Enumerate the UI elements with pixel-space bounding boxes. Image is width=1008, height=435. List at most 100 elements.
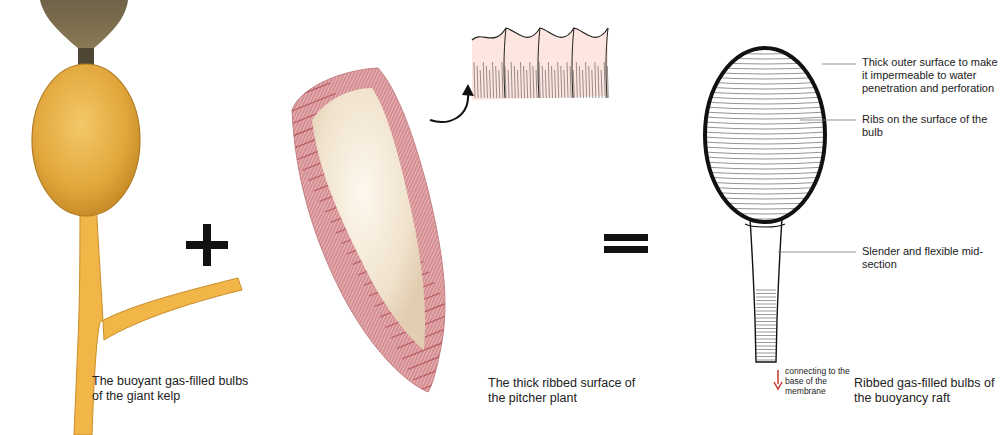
inset-hatch <box>477 66 478 98</box>
raft-bulb-outline <box>705 48 825 222</box>
inset-hatch <box>598 66 599 98</box>
bulb-rib <box>703 102 827 104</box>
inset-hatch <box>486 66 487 98</box>
bulb-rib <box>703 202 827 204</box>
neck-rib <box>756 307 776 308</box>
bulb-rib <box>703 92 827 94</box>
figure-caption: Ribbed gas-filled bulbs of the buoyancy … <box>854 376 999 406</box>
inset-rib <box>606 28 608 98</box>
inset-hatch <box>555 70 556 98</box>
inset-hatch <box>502 62 503 98</box>
neck-rib <box>756 300 776 301</box>
inset-hatch <box>586 62 587 98</box>
kelp-blade <box>40 0 128 50</box>
bulb-rib <box>703 182 827 184</box>
leaf-rib <box>270 83 330 107</box>
inset-hatch <box>573 70 574 98</box>
note-label: connecting to the base of the membrane <box>785 366 857 397</box>
bulb-rib <box>703 127 827 129</box>
bulb-rib <box>703 132 827 134</box>
inset-hatch <box>552 66 553 98</box>
bulb-rib <box>703 187 827 189</box>
bulb-rib <box>703 117 827 119</box>
callout-label: Thick outer surface to make it impermeab… <box>862 56 1002 96</box>
inset-hatch <box>589 66 590 98</box>
inset-hatch <box>514 66 515 98</box>
inset-hatch <box>583 70 584 98</box>
bulb-rib <box>703 67 827 69</box>
callout-label: Ribs on the surface of the bulb <box>862 113 992 139</box>
neck-rib <box>756 290 776 291</box>
bulb-rib <box>703 207 827 209</box>
inset-arrow <box>430 92 468 122</box>
inset-hatch <box>483 62 484 98</box>
neck-rib <box>756 332 776 333</box>
inset-hatch <box>511 62 512 98</box>
neck-rib <box>756 346 776 347</box>
raft-bulb <box>703 48 827 362</box>
inset-hatch <box>480 70 481 98</box>
inset-hatch <box>524 66 525 98</box>
neck-rib <box>756 353 776 354</box>
inset-hatch <box>536 70 537 98</box>
bulb-rib <box>703 122 827 124</box>
inset-hatch <box>542 66 543 98</box>
neck-rib <box>756 335 776 336</box>
down-arrow <box>774 370 782 389</box>
inset-rib <box>538 28 540 98</box>
inset-hatch <box>539 62 540 98</box>
figure-caption: The thick ribbed surface of the pitcher … <box>488 376 638 406</box>
leaf-rib <box>402 335 462 359</box>
raft-neck <box>750 218 782 362</box>
inset-hatch <box>601 70 602 98</box>
bulb-rib <box>703 87 827 89</box>
bulb-rib <box>703 62 827 64</box>
neck-rib <box>756 349 776 350</box>
neck-rib <box>756 311 776 312</box>
neck-rib <box>756 318 776 319</box>
inset-hatch <box>508 70 509 98</box>
neck-rib <box>756 339 776 340</box>
inset-rib <box>572 28 574 98</box>
kelp-figure <box>32 0 242 435</box>
inset-hatch <box>561 66 562 98</box>
bulb-rib <box>703 147 827 149</box>
rib-detail-inset <box>472 28 608 100</box>
bulb-rib <box>703 57 827 59</box>
bulb-rib <box>703 142 827 144</box>
inset-hatch <box>558 62 559 98</box>
bulb-rib <box>703 137 827 139</box>
inset-hatch <box>564 70 565 98</box>
kelp-bulb <box>32 64 140 216</box>
bulb-rib <box>703 212 827 214</box>
inset-rib <box>504 28 506 98</box>
figure-caption: The buoyant gas-filled bulbs of the gian… <box>92 374 252 404</box>
bulb-rib <box>703 217 827 219</box>
neck-rib <box>756 356 776 357</box>
inset-hatch <box>570 66 571 98</box>
bulb-rib <box>703 172 827 174</box>
bulb-rib <box>703 112 827 114</box>
inset-fill <box>472 28 608 100</box>
pitcher-leaf <box>270 68 479 392</box>
bulb-rib <box>703 162 827 164</box>
neck-rib <box>756 293 776 294</box>
leaf-rib <box>413 356 473 380</box>
neck-rib <box>756 325 776 326</box>
inset-hatch <box>567 62 568 98</box>
inset-hatch <box>576 62 577 98</box>
inset-hatch <box>527 70 528 98</box>
inset-hatch <box>592 70 593 98</box>
inset-arrowhead <box>462 84 474 96</box>
inset-hatch <box>474 62 475 98</box>
neck-rib <box>756 328 776 329</box>
inset-hatch <box>533 66 534 98</box>
inset-hatch <box>517 70 518 98</box>
inset-hatch <box>493 62 494 98</box>
inset-hatch <box>545 70 546 98</box>
bulb-rib <box>703 97 827 99</box>
neck-rib <box>756 342 776 343</box>
bulb-rib <box>703 177 827 179</box>
